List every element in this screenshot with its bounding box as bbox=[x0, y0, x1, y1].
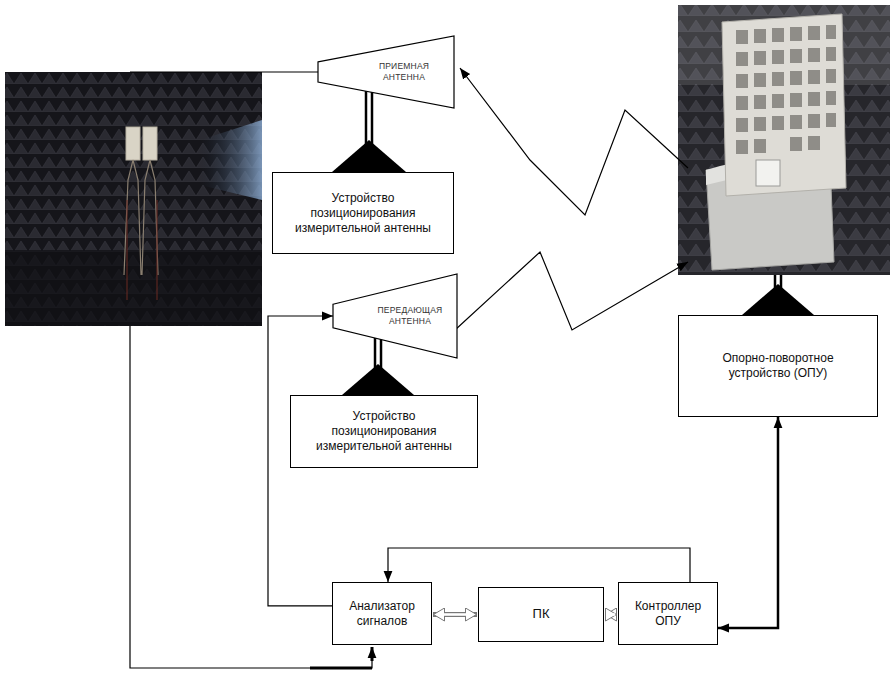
data-link-core bbox=[443, 613, 467, 616]
process-box: Устройство позиционирования измерительно… bbox=[290, 395, 478, 468]
antenna-plate bbox=[126, 127, 140, 160]
wire bbox=[130, 71, 319, 72]
process-box: Опорно-поворотное устройство (ОПУ) bbox=[678, 315, 878, 417]
signal-line bbox=[718, 417, 778, 628]
antenna-label: ПЕРЕДАЮЩАЯ АНТЕННА bbox=[367, 305, 453, 327]
horn-shape bbox=[333, 274, 457, 358]
signal-line bbox=[388, 548, 690, 582]
connector bbox=[388, 548, 690, 582]
antenna-photo-right bbox=[678, 5, 890, 275]
antenna-horn: ПРИЕМНАЯ АНТЕННА bbox=[318, 36, 454, 108]
wire bbox=[371, 647, 374, 661]
antenna-plate bbox=[143, 127, 157, 160]
box-label: Устройство позиционирования измерительно… bbox=[288, 191, 438, 236]
connector bbox=[433, 614, 477, 615]
connector bbox=[718, 417, 778, 628]
photo-background bbox=[5, 72, 262, 326]
chamber-photo-left bbox=[5, 72, 262, 326]
mount-post bbox=[371, 91, 374, 172]
cable bbox=[127, 200, 157, 300]
antenna-horn: ПЕРЕДАЮЩАЯ АНТЕННА bbox=[333, 274, 457, 358]
process-box: Устройство позиционирования измерительно… bbox=[272, 172, 454, 254]
mount-triangle bbox=[742, 284, 814, 315]
process-box: ПК bbox=[478, 587, 604, 642]
mount-triangle bbox=[342, 364, 414, 395]
radio-path bbox=[455, 252, 688, 330]
horn-shape bbox=[318, 36, 454, 108]
box-label: ПК bbox=[533, 606, 550, 622]
photo-background bbox=[678, 5, 890, 275]
connector bbox=[375, 338, 381, 395]
wire bbox=[310, 667, 372, 670]
mount-post bbox=[374, 338, 377, 395]
box-label: Устройство позиционирования измерительно… bbox=[309, 409, 459, 454]
antenna-stand bbox=[124, 160, 158, 275]
photo-glow bbox=[200, 120, 262, 200]
connector-block bbox=[756, 160, 780, 186]
mount-triangle bbox=[332, 140, 406, 172]
data-link-outline bbox=[433, 612, 477, 617]
box-label: Анализатор сигналов bbox=[339, 599, 425, 629]
photo-floor bbox=[5, 250, 262, 326]
radiator-grid bbox=[736, 25, 836, 154]
antenna-panel bbox=[722, 14, 846, 196]
connector bbox=[605, 614, 617, 615]
radio-path bbox=[460, 68, 688, 215]
data-link-outline bbox=[605, 612, 617, 617]
antenna-label: ПРИЕМНАЯ АНТЕННА bbox=[358, 61, 450, 83]
box-label: Опорно-поворотное устройство (ОПУ) bbox=[713, 351, 843, 381]
data-link-core bbox=[607, 613, 615, 616]
box-label: Контроллер ОПУ bbox=[628, 599, 708, 629]
mount-post bbox=[380, 338, 383, 395]
mount-post bbox=[365, 91, 368, 172]
mount-post bbox=[775, 275, 781, 292]
process-box: Контроллер ОПУ bbox=[618, 582, 718, 645]
process-box: Анализатор сигналов bbox=[332, 582, 432, 645]
connector bbox=[366, 91, 372, 172]
